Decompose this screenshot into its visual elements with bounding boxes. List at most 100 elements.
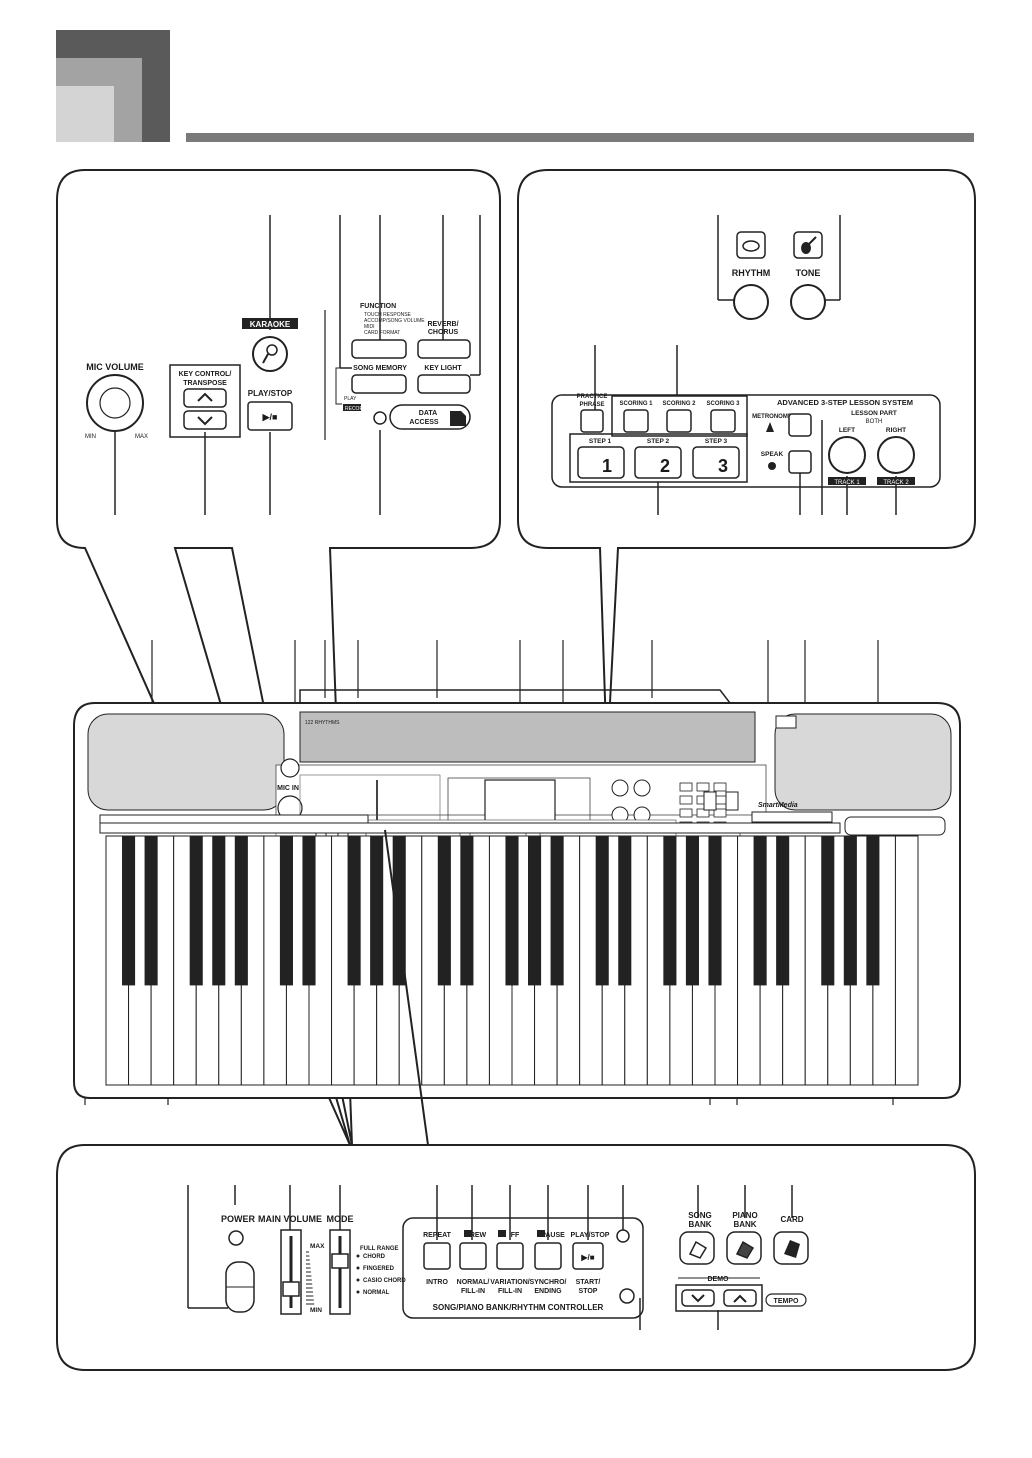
black-key[interactable] xyxy=(189,836,203,986)
mode-fingered: FINGERED xyxy=(363,1266,395,1272)
variation-label: VARIATION/ xyxy=(490,1279,529,1286)
black-key[interactable] xyxy=(776,836,790,986)
black-key[interactable] xyxy=(234,836,248,986)
intro-label: INTRO xyxy=(426,1279,448,1286)
black-key[interactable] xyxy=(843,836,857,986)
rhythm-button[interactable] xyxy=(733,284,769,320)
black-key[interactable] xyxy=(144,836,158,986)
metronome-icon xyxy=(766,422,774,432)
mode-normal: NORMAL xyxy=(363,1290,390,1296)
normal-fill-in-button[interactable] xyxy=(459,1242,487,1270)
scoring-2-label: SCORING 2 xyxy=(662,401,696,407)
svg-text:122 RHYTHMS: 122 RHYTHMS xyxy=(305,720,340,726)
play-stop-icon: ▶/■ xyxy=(580,1253,594,1262)
mic-in-label: MIC IN xyxy=(277,785,299,792)
mode-slider[interactable] xyxy=(331,1253,349,1269)
transpose-down-button[interactable] xyxy=(183,410,227,430)
step-1-number: 1 xyxy=(602,456,612,476)
black-key[interactable] xyxy=(437,836,451,986)
black-key[interactable] xyxy=(279,836,293,986)
right-label: RIGHT xyxy=(886,427,906,434)
song-bank-button[interactable] xyxy=(679,1231,715,1265)
ff-label: FF xyxy=(511,1232,520,1239)
speak-button[interactable] xyxy=(788,450,812,474)
chevron-down-icon xyxy=(691,1294,705,1303)
black-key[interactable] xyxy=(212,836,226,986)
lesson-system-title: ADVANCED 3-STEP LESSON SYSTEM xyxy=(777,398,913,407)
black-key[interactable] xyxy=(708,836,722,986)
karaoke-play-stop-button[interactable] xyxy=(247,401,293,431)
white-key[interactable] xyxy=(894,835,919,1086)
both-label: BOTH xyxy=(866,419,883,425)
black-key[interactable] xyxy=(122,836,136,986)
lesson-left-button[interactable] xyxy=(828,436,866,474)
black-key[interactable] xyxy=(618,836,632,986)
intro-button[interactable] xyxy=(423,1242,451,1270)
track-2-label: TRACK 2 xyxy=(883,480,909,486)
step-3-button[interactable] xyxy=(692,446,740,479)
key-light-button[interactable] xyxy=(417,374,471,394)
practice-phrase-button[interactable] xyxy=(580,409,604,433)
normal-label: NORMAL/ xyxy=(457,1279,490,1286)
black-key[interactable] xyxy=(347,836,361,986)
tempo-up-button[interactable] xyxy=(723,1289,757,1307)
black-key[interactable] xyxy=(505,836,519,986)
tone-button[interactable] xyxy=(790,284,826,320)
black-key[interactable] xyxy=(663,836,677,986)
metronome-button[interactable] xyxy=(788,413,812,437)
scoring-3-button[interactable] xyxy=(710,409,736,433)
black-key[interactable] xyxy=(685,836,699,986)
key-control-label: KEY CONTROL/ xyxy=(179,371,232,378)
drum-icon xyxy=(736,231,766,259)
lesson-right-button[interactable] xyxy=(877,436,915,474)
indicator-lamp-lower xyxy=(619,1288,635,1304)
main-volume-slider[interactable] xyxy=(282,1281,300,1297)
card-icon xyxy=(784,1240,800,1258)
card-label: CARD xyxy=(780,1215,803,1224)
black-key[interactable] xyxy=(302,836,316,986)
piano-keys[interactable] xyxy=(105,835,919,1086)
speak-label: SPEAK xyxy=(761,451,784,458)
play-stop-top-label: PLAY/STOP xyxy=(571,1232,610,1239)
black-key[interactable] xyxy=(550,836,564,986)
black-key[interactable] xyxy=(753,836,767,986)
card-icon xyxy=(450,411,466,426)
step-2-button[interactable] xyxy=(634,446,682,479)
synchro-ending-button[interactable] xyxy=(534,1242,562,1270)
play-mode-label: PLAY xyxy=(344,396,357,402)
function-label: FUNCTION xyxy=(360,303,396,310)
function-button[interactable] xyxy=(351,339,407,359)
scoring-1-button[interactable] xyxy=(623,409,649,433)
function-item-midi: MIDI xyxy=(364,324,375,330)
black-key[interactable] xyxy=(528,836,542,986)
practice-label: PRACTICE xyxy=(577,394,608,400)
step-1-button[interactable] xyxy=(577,446,625,479)
start-stop-button[interactable] xyxy=(572,1242,604,1270)
transpose-up-button[interactable] xyxy=(183,388,227,408)
scoring-2-button[interactable] xyxy=(666,409,692,433)
play-stop-icon: ▶/■ xyxy=(262,412,278,422)
black-key[interactable] xyxy=(370,836,384,986)
song-memory-button[interactable] xyxy=(351,374,407,394)
tone-label: TONE xyxy=(796,268,821,278)
black-key[interactable] xyxy=(392,836,406,986)
chevron-up-icon xyxy=(733,1294,747,1303)
black-key[interactable] xyxy=(595,836,609,986)
song-bank-label-2: BANK xyxy=(688,1220,711,1229)
stop-label: STOP xyxy=(579,1288,598,1295)
black-key[interactable] xyxy=(460,836,474,986)
card-slot[interactable] xyxy=(751,811,833,823)
data-access-lamp xyxy=(373,411,387,425)
mic-in-jack[interactable] xyxy=(280,758,300,778)
tempo-down-button[interactable] xyxy=(681,1289,715,1307)
reverb-chorus-button[interactable] xyxy=(417,339,471,359)
repeat-label: REPEAT xyxy=(423,1232,452,1239)
function-item-card-format: CARD FORMAT xyxy=(364,330,400,336)
chevron-down-icon xyxy=(197,416,213,426)
mic-volume-min: MIN xyxy=(85,434,96,440)
variation-fill-in-button[interactable] xyxy=(496,1242,524,1270)
power-label: POWER xyxy=(221,1214,256,1224)
black-key[interactable] xyxy=(821,836,835,986)
black-key[interactable] xyxy=(866,836,880,986)
lesson-part-label: LESSON PART xyxy=(851,410,897,417)
